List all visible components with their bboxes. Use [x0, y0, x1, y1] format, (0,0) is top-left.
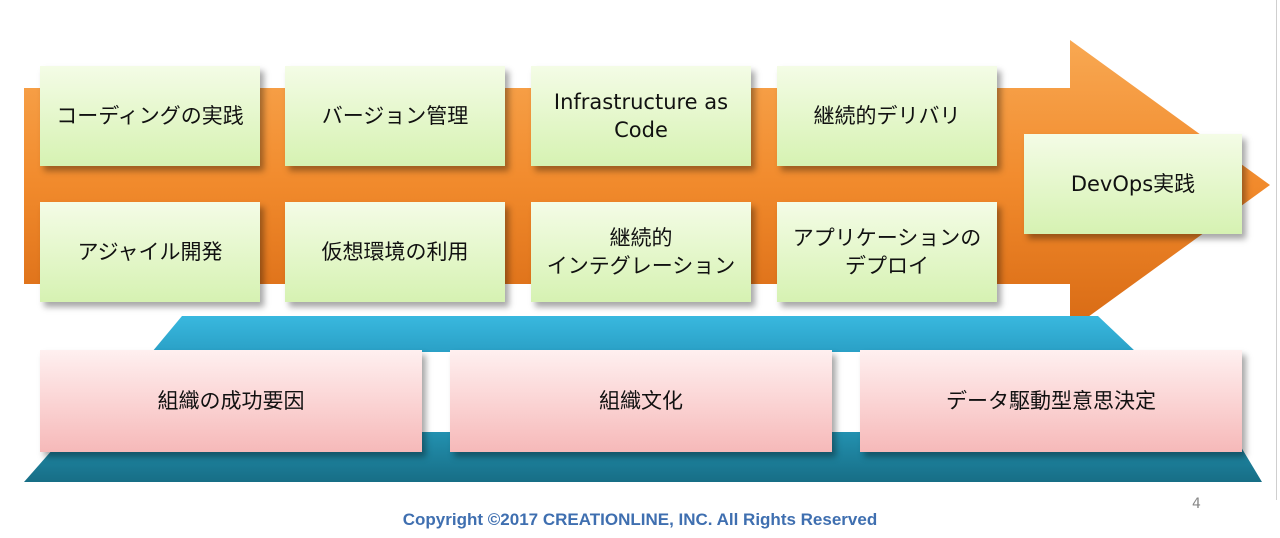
goal-box-devops: DevOps実践	[1024, 134, 1242, 234]
practice-box-coding: コーディングの実践	[40, 66, 260, 166]
foundation-box-data-driven: データ駆動型意思決定	[860, 350, 1242, 452]
practice-box-version-control: バージョン管理	[285, 66, 505, 166]
practice-box-app-deploy: アプリケーションの デプロイ	[777, 202, 997, 302]
copyright-footer: Copyright ©2017 CREATIONLINE, INC. All R…	[402, 510, 878, 529]
page-number: 4	[1192, 496, 1201, 512]
practice-box-agile: アジャイル開発	[40, 202, 260, 302]
slide-edge-line	[1276, 0, 1277, 500]
practice-box-continuous-integration: 継続的 インテグレーション	[531, 202, 751, 302]
platform-top	[152, 316, 1136, 352]
practice-box-virtual-env: 仮想環境の利用	[285, 202, 505, 302]
foundation-box-culture: 組織文化	[450, 350, 832, 452]
foundation-box-success-factors: 組織の成功要因	[40, 350, 422, 452]
practice-box-continuous-delivery: 継続的デリバリ	[777, 66, 997, 166]
practice-box-infrastructure-as-code: Infrastructure as Code	[531, 66, 751, 166]
